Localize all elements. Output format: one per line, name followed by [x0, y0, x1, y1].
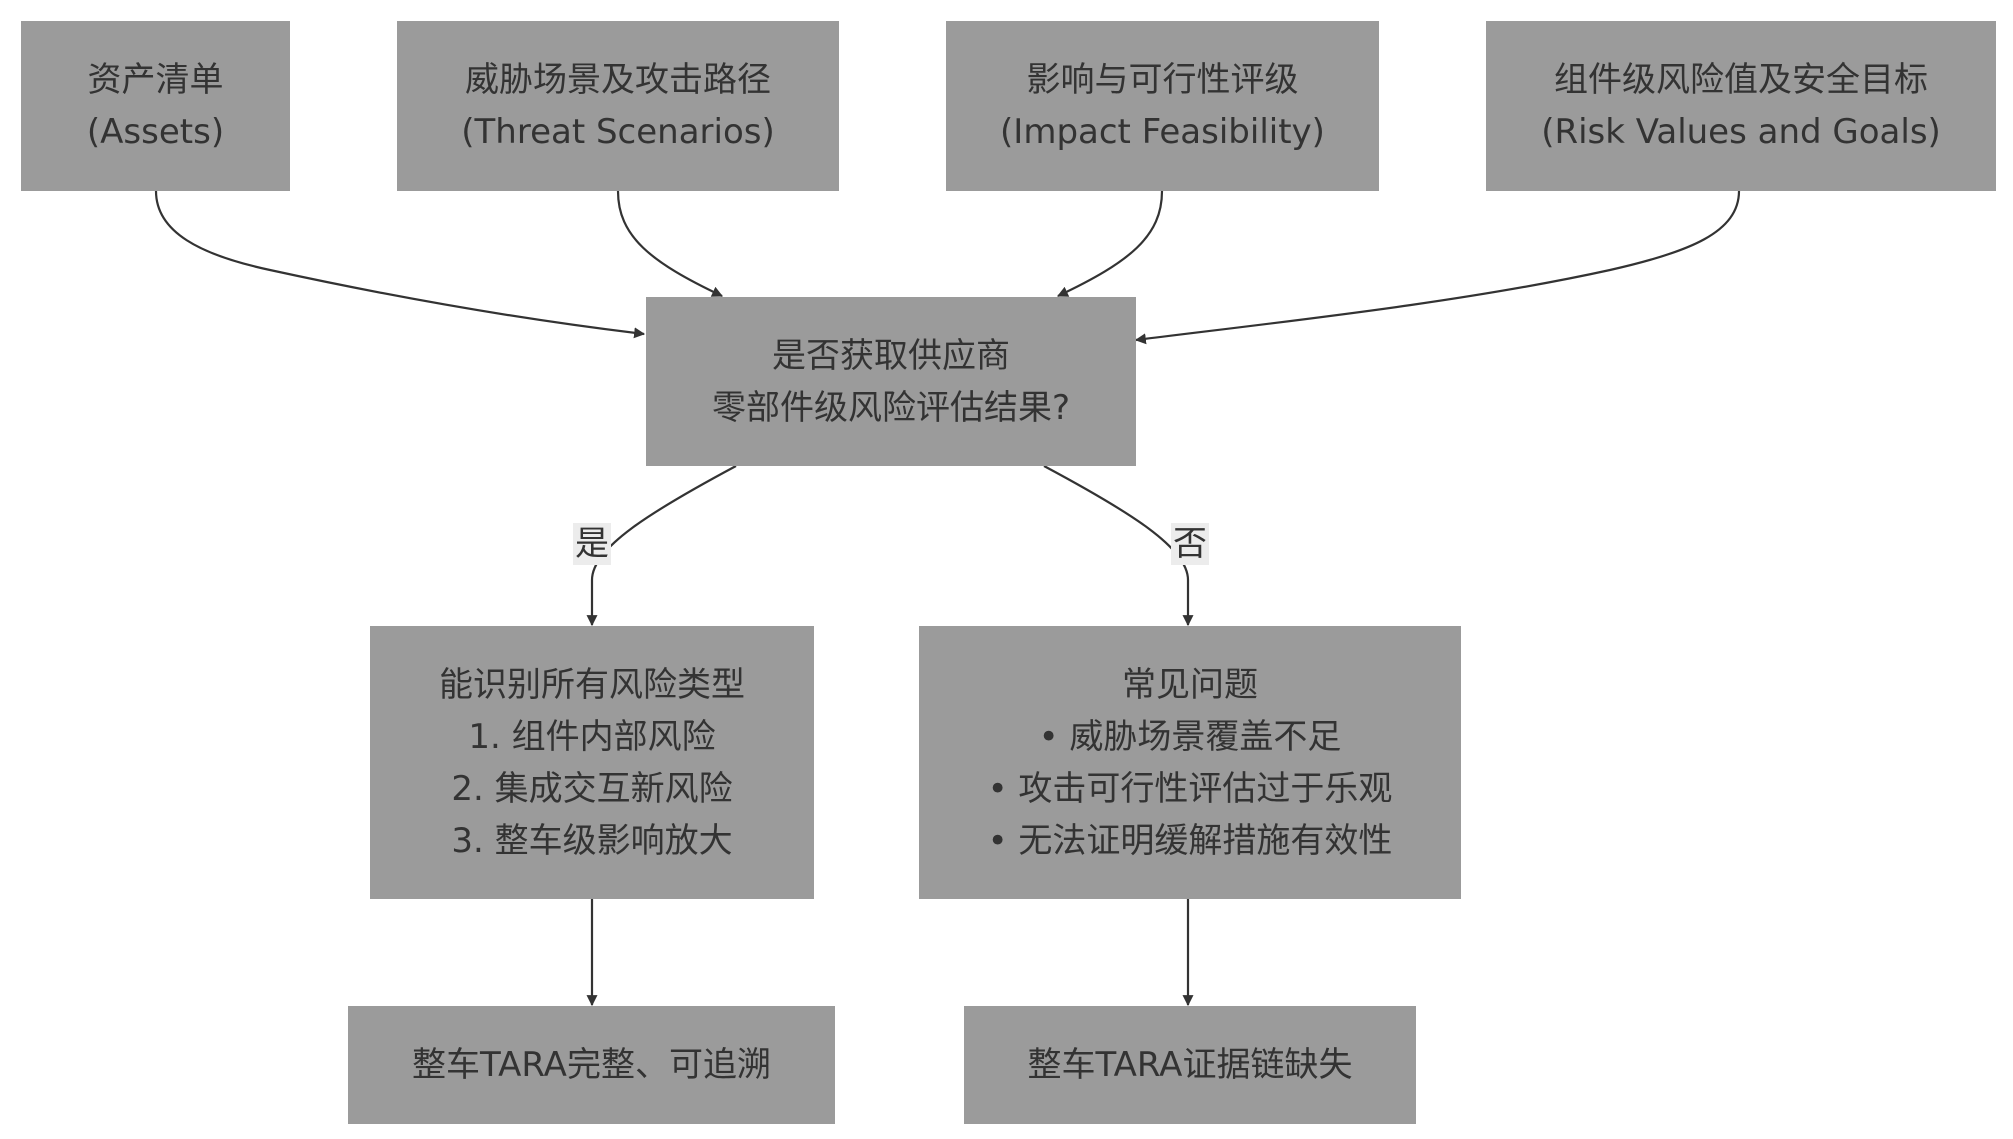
node-assets: 资产清单 (Assets): [21, 21, 290, 191]
node-no-common-issues-line3: • 攻击可行性评估过于乐观: [987, 768, 1393, 809]
edge-threats-to-decision: [616, 190, 723, 297]
edge-decision-to-yes: [586, 465, 737, 627]
node-no-common-issues-line2: • 威胁场景覆盖不足: [1038, 716, 1342, 757]
edge-decision-to-no: [1043, 465, 1194, 627]
node-tara-complete-line1: 整车TARA完整、可追溯: [412, 1045, 771, 1085]
node-assets-line2: (Assets): [86, 112, 225, 152]
node-impact-feasibility-line1: 影响与可行性评级: [1026, 60, 1299, 100]
edge-label-yes: 是: [573, 523, 611, 565]
node-no-common-issues-line1: 常见问题: [1122, 664, 1258, 705]
node-decision-line1: 是否获取供应商: [772, 335, 1010, 376]
node-risk-values-goals-line2: (Risk Values and Goals): [1541, 112, 1941, 152]
node-assets-line1: 资产清单: [87, 60, 224, 100]
node-risk-values-goals-line1: 组件级风险值及安全目标: [1554, 60, 1928, 100]
node-threat-scenarios-line1: 威胁场景及攻击路径: [465, 60, 771, 100]
node-no-common-issues-line4: • 无法证明缓解措施有效性: [987, 820, 1393, 861]
node-risk-values-goals: 组件级风险值及安全目标 (Risk Values and Goals): [1486, 21, 1996, 191]
node-threat-scenarios-line2: (Threat Scenarios): [461, 112, 775, 152]
node-impact-feasibility-line2: (Impact Feasibility): [1000, 112, 1325, 152]
node-tara-missing: 整车TARA证据链缺失: [964, 1006, 1416, 1124]
node-yes-risk-types-line2: 1. 组件内部风险: [468, 716, 716, 757]
node-yes-risk-types-line4: 3. 整车级影响放大: [451, 820, 733, 861]
node-tara-complete: 整车TARA完整、可追溯: [348, 1006, 835, 1124]
edge-risk-to-decision: [1134, 190, 1741, 345]
node-decision-line2: 零部件级风险评估结果?: [711, 387, 1071, 428]
edge-label-no: 否: [1171, 523, 1209, 565]
node-no-common-issues: 常见问题 • 威胁场景覆盖不足 • 攻击可行性评估过于乐观 • 无法证明缓解措施…: [919, 626, 1461, 899]
node-yes-risk-types-line3: 2. 集成交互新风险: [451, 768, 733, 809]
edge-assets-to-decision: [154, 190, 646, 339]
node-decision: 是否获取供应商 零部件级风险评估结果?: [646, 297, 1136, 466]
edge-impact-to-decision: [1057, 190, 1164, 297]
node-yes-risk-types: 能识别所有风险类型 1. 组件内部风险 2. 集成交互新风险 3. 整车级影响放…: [370, 626, 814, 899]
node-threat-scenarios: 威胁场景及攻击路径 (Threat Scenarios): [397, 21, 839, 191]
node-yes-risk-types-line1: 能识别所有风险类型: [439, 664, 745, 705]
node-tara-missing-line1: 整车TARA证据链缺失: [1027, 1045, 1353, 1085]
node-impact-feasibility: 影响与可行性评级 (Impact Feasibility): [946, 21, 1379, 191]
